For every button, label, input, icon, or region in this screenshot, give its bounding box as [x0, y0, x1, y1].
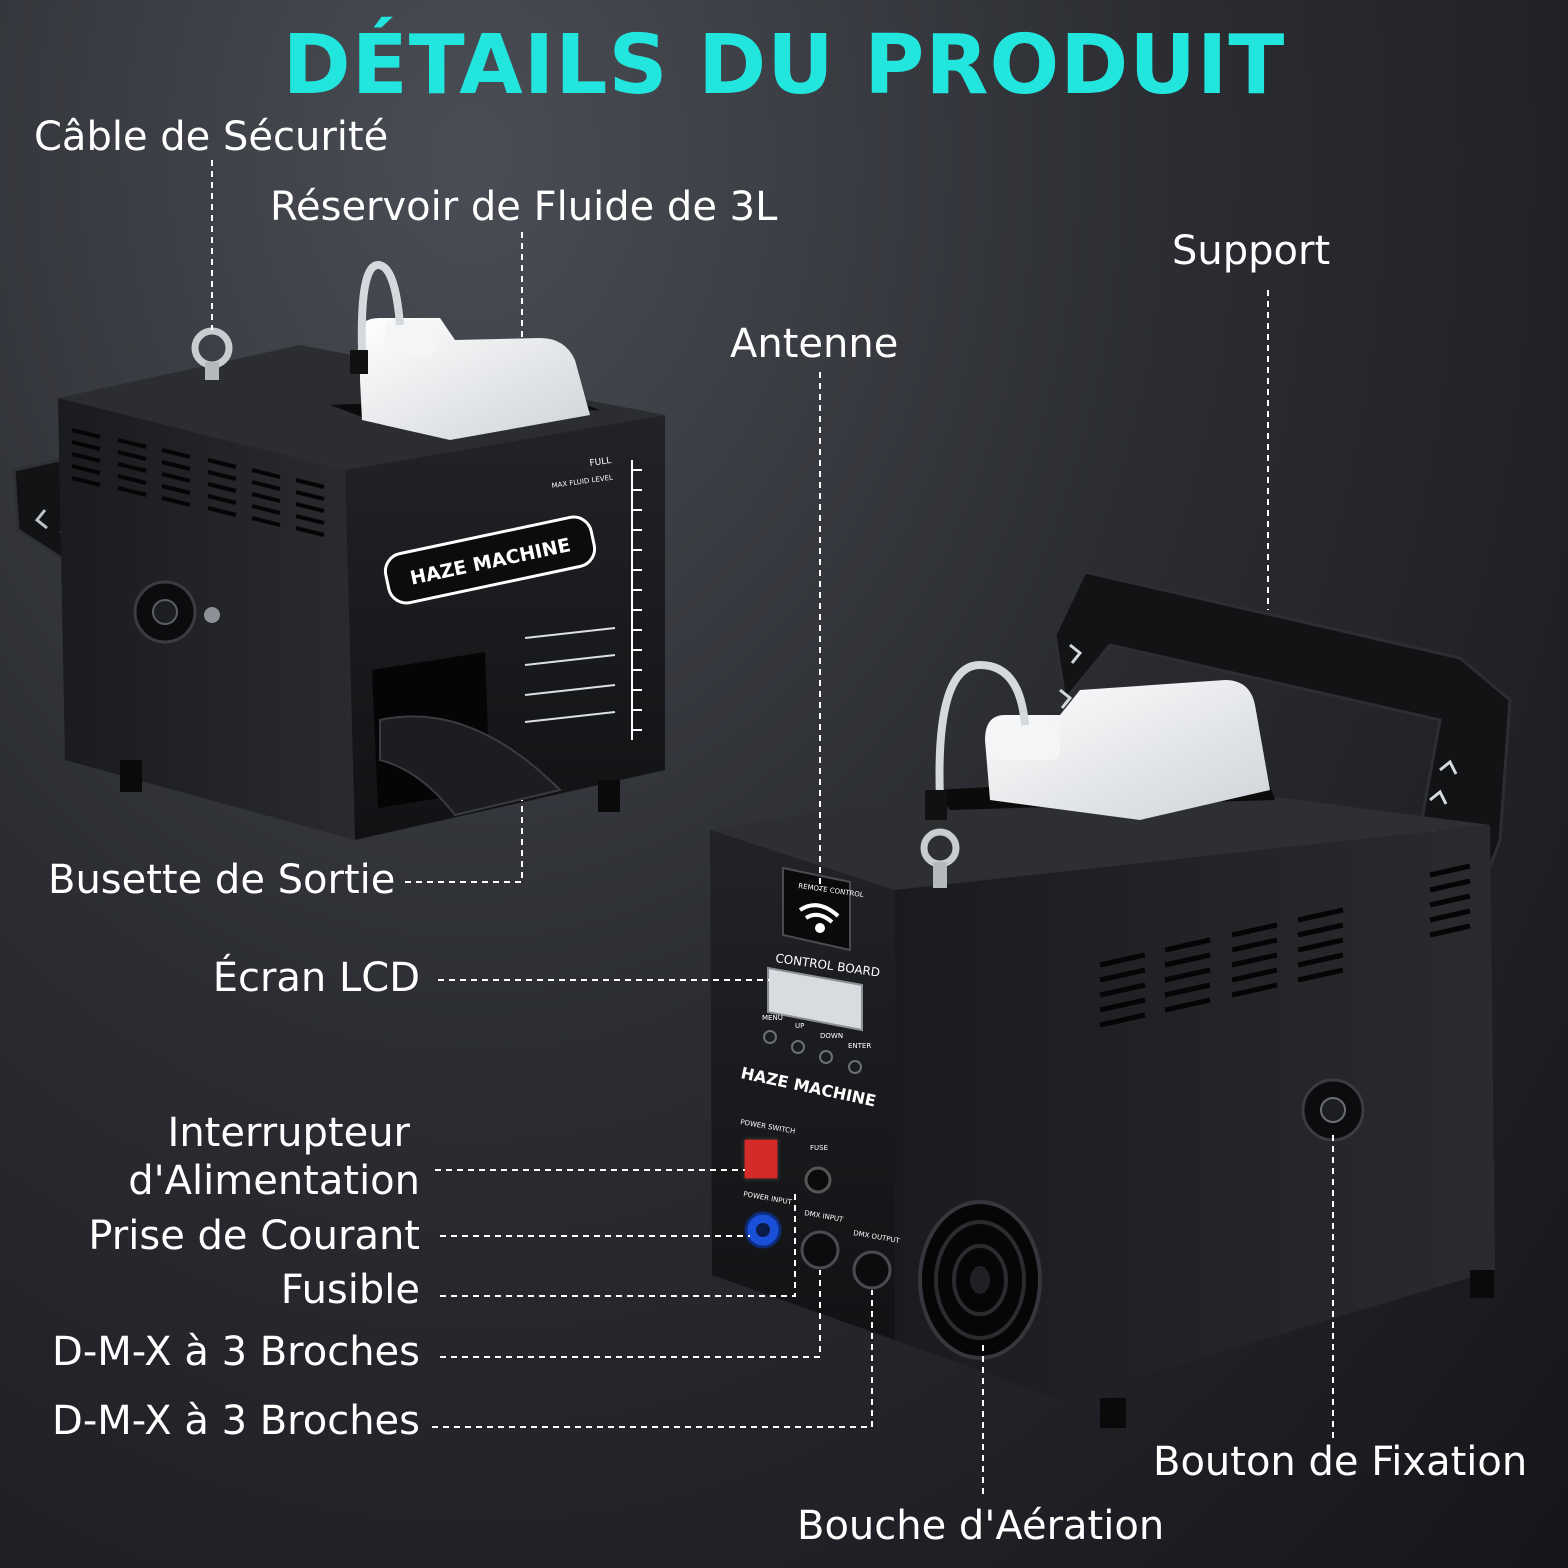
leader-dmx-2 — [432, 1290, 873, 1428]
label-dmx-1: D-M-X à 3 Broches — [52, 1329, 420, 1375]
leader-busette — [405, 800, 523, 883]
right-machine: REMOTE CONTROL CONTROL BOARD MENU UP DOW… — [710, 570, 1512, 1428]
side-vents — [71, 428, 325, 537]
label-interrupteur-line1: Interrupteur — [167, 1110, 410, 1156]
full-text: FULL — [589, 456, 612, 469]
label-bouche-aeration: Bouche d'Aération — [797, 1503, 1165, 1549]
right-vents — [1099, 863, 1471, 1028]
control-buttons — [763, 1030, 862, 1074]
fuse-text: FUSE — [810, 1144, 828, 1152]
wifi-icon — [798, 903, 840, 933]
down-text: DOWN — [820, 1032, 843, 1040]
label-prise-courant: Prise de Courant — [88, 1213, 420, 1259]
label-reservoir: Réservoir de Fluide de 3L — [270, 184, 778, 230]
label-support: Support — [1172, 228, 1331, 274]
leader-dmx-1 — [440, 1270, 821, 1358]
leader-lines — [211, 160, 1334, 1498]
fan-vent — [918, 1200, 1042, 1360]
enter-text: ENTER — [848, 1042, 871, 1050]
label-bouton-fixation: Bouton de Fixation — [1153, 1439, 1528, 1485]
label-cable-securite: Câble de Sécurité — [34, 114, 389, 160]
left-machine: HAZE MACHINE FULL MAX FLUID LEVEL — [12, 260, 665, 840]
label-busette: Busette de Sortie — [48, 857, 396, 903]
leader-fusible — [440, 1190, 796, 1297]
page-title: DÉTAILS DU PRODUIT — [282, 18, 1286, 113]
menu-text: MENU — [762, 1014, 783, 1022]
label-antenne: Antenne — [730, 321, 899, 367]
label-fusible: Fusible — [280, 1267, 420, 1313]
label-interrupteur-line2: d'Alimentation — [128, 1158, 420, 1204]
label-ecran-lcd: Écran LCD — [212, 955, 420, 1001]
label-dmx-2: D-M-X à 3 Broches — [52, 1398, 420, 1444]
up-text: UP — [795, 1022, 804, 1030]
